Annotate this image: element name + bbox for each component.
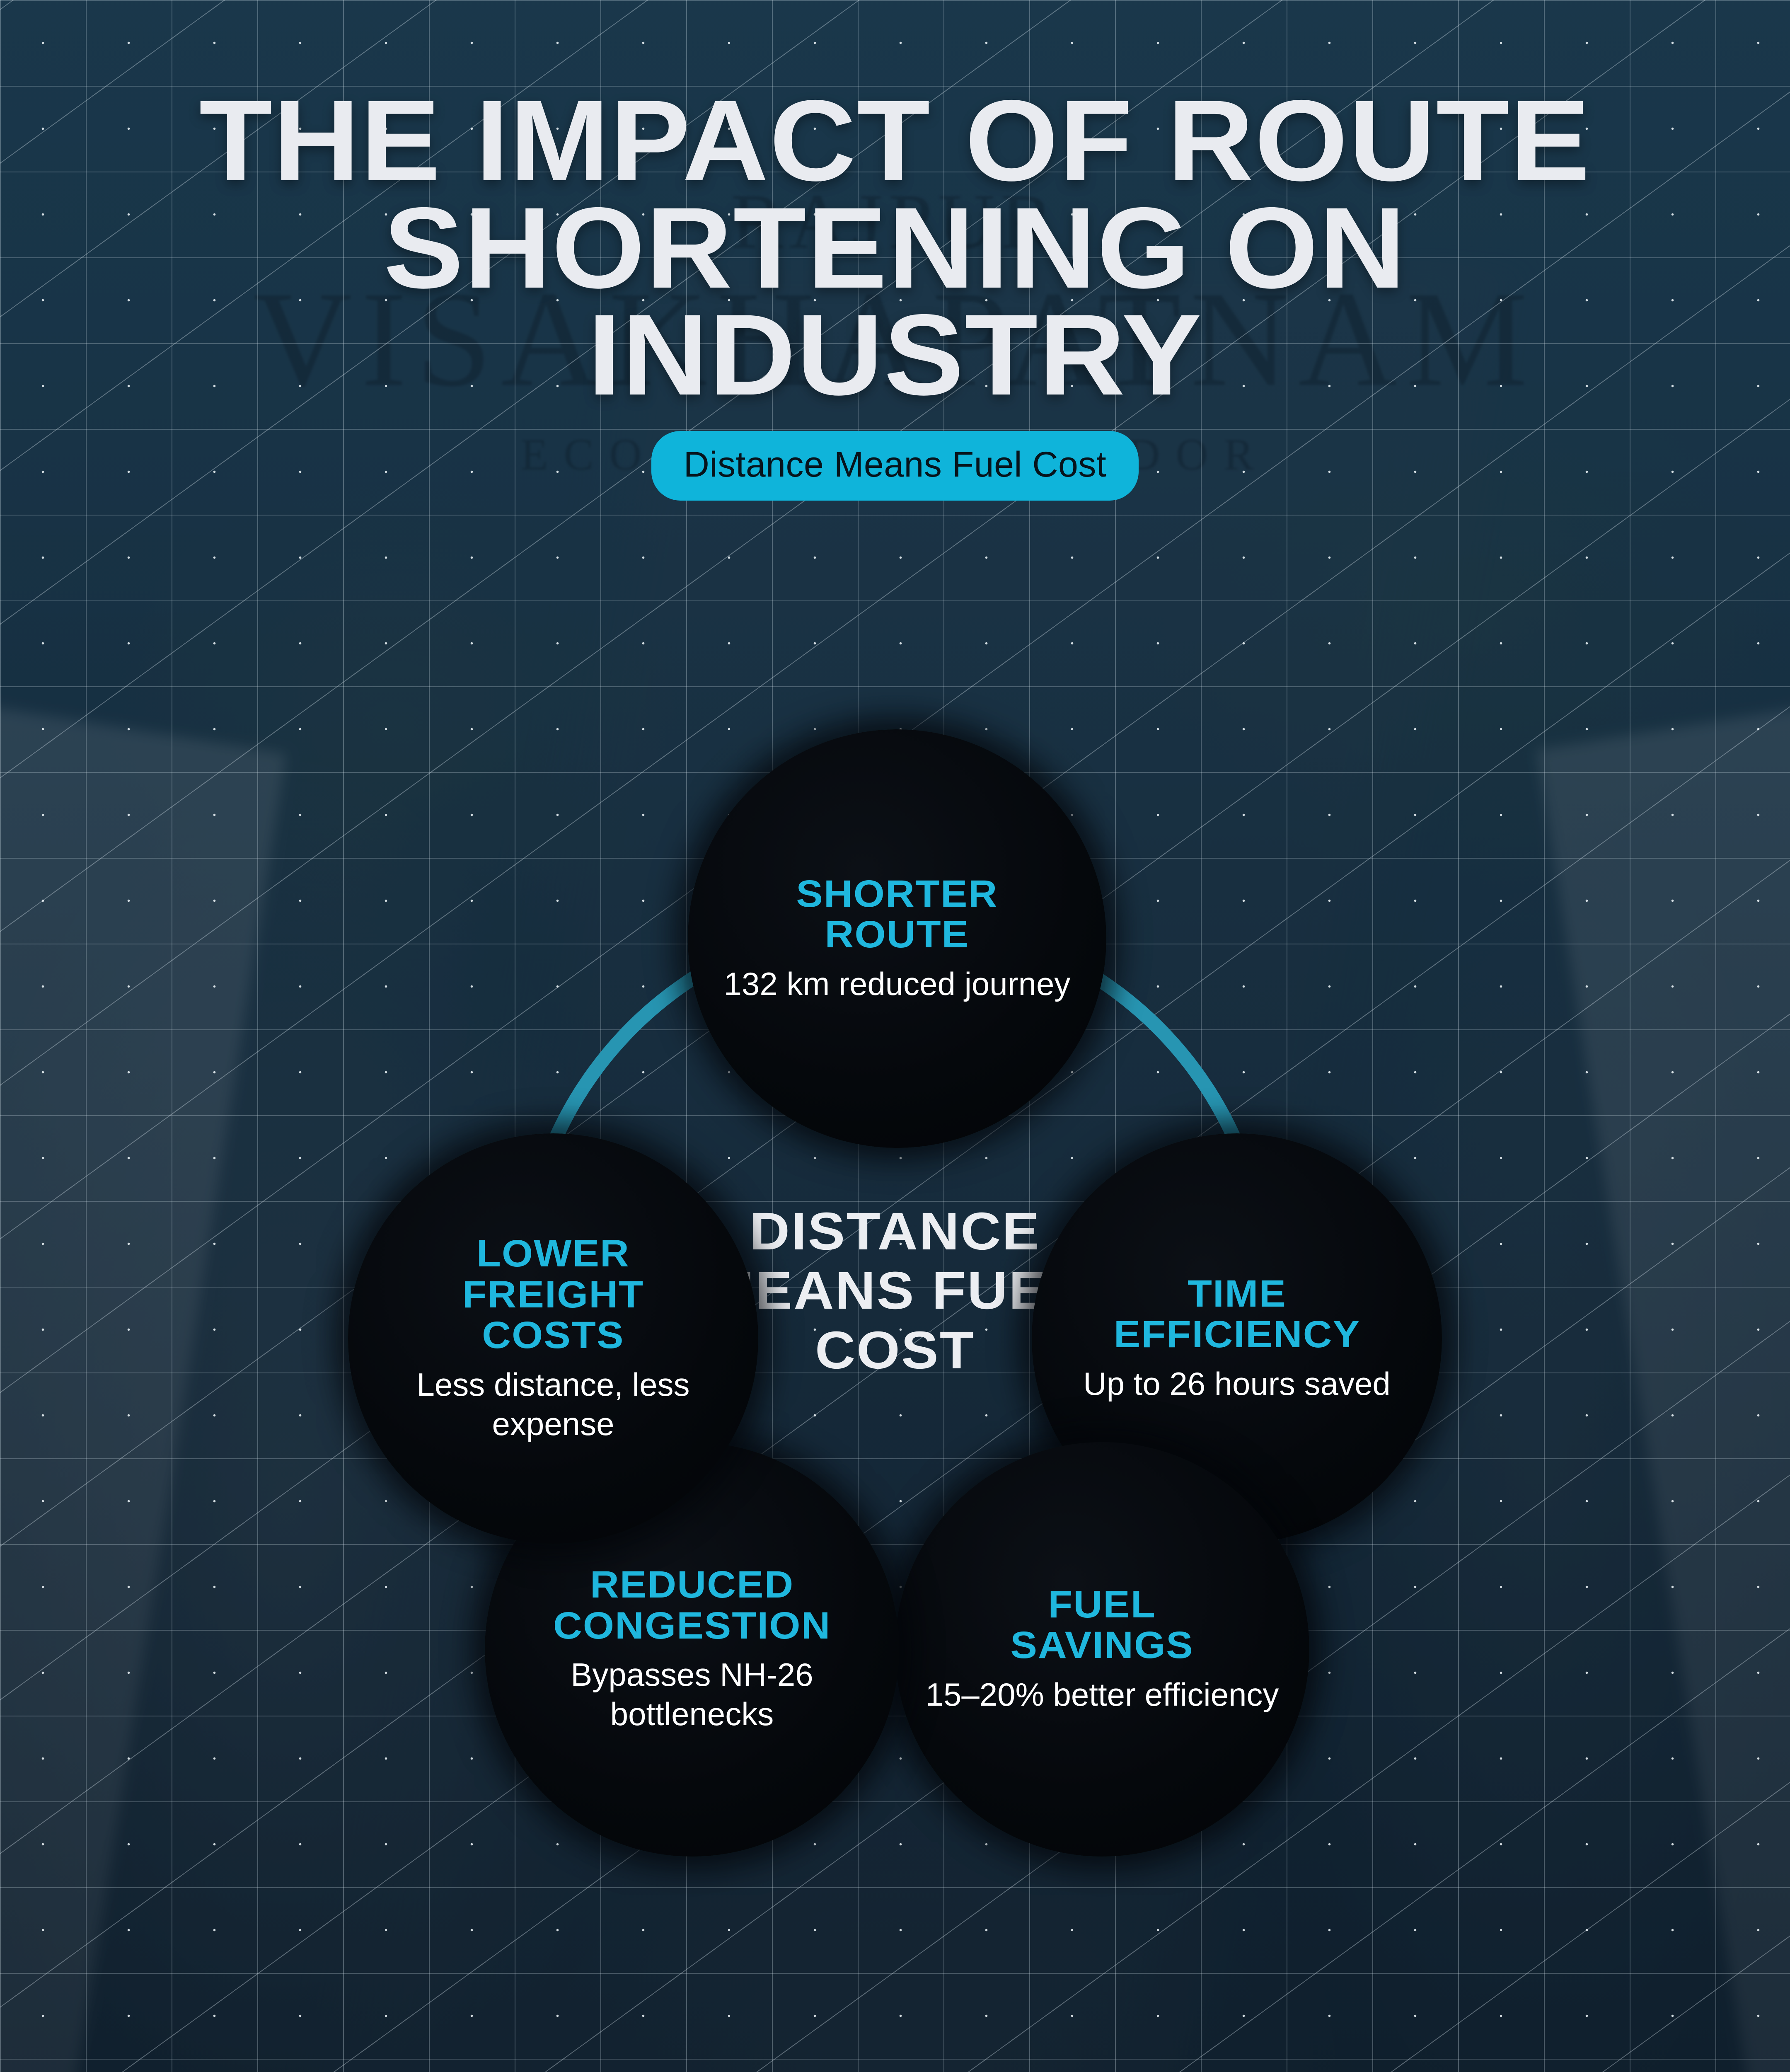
node-title-line-1: TIME (1187, 1272, 1287, 1315)
node-shorter-route[interactable]: SHORTER ROUTE 132 km reduced journey (688, 729, 1106, 1148)
node-time-efficiency[interactable]: TIME EFFICIENCY Up to 26 hours saved (1032, 1133, 1442, 1544)
node-title: TIME EFFICIENCY (1113, 1273, 1359, 1355)
node-title-line-1: SHORTER (796, 872, 998, 915)
node-description: Bypasses NH-26 bottlenecks (571, 1656, 813, 1733)
hub-line-1: DISTANCE (749, 1201, 1041, 1261)
title-block: THE IMPACT OF ROUTE SHORTENING ON INDUST… (0, 76, 1790, 501)
node-title-line-2: EFFICIENCY (1113, 1313, 1360, 1356)
node-title: REDUCED CONGESTION (553, 1564, 830, 1646)
node-title-line-1: FUEL (1048, 1583, 1156, 1626)
subtitle-pill: Distance Means Fuel Cost (651, 431, 1139, 501)
page-title: THE IMPACT OF ROUTE SHORTENING ON INDUST… (0, 76, 1790, 419)
node-title-line-2: SAVINGS (1010, 1624, 1194, 1667)
node-title-line-1: REDUCED (590, 1564, 794, 1606)
hub-line-2: MEANS FUEL (707, 1261, 1083, 1321)
node-lower-freight-costs[interactable]: LOWER FREIGHT COSTS Less distance, less … (348, 1133, 758, 1544)
node-title-line-3: COSTS (482, 1314, 624, 1357)
node-description: Less distance, less expense (416, 1366, 690, 1442)
node-title-line-1: LOWER (476, 1232, 630, 1275)
diagram-hub-label: DISTANCE MEANS FUEL COST (688, 1202, 1102, 1380)
cycle-diagram: DISTANCE MEANS FUEL COST SHORTER ROUTE 1… (323, 719, 1467, 1863)
page-title-line-3: INDUSTRY (588, 290, 1202, 419)
node-description: Up to 26 hours saved (1083, 1365, 1391, 1402)
node-title: LOWER FREIGHT COSTS (462, 1233, 643, 1356)
page-title-line-2: SHORTENING ON (383, 183, 1407, 312)
node-title-line-2: CONGESTION (553, 1604, 831, 1647)
node-description: 132 km reduced journey (723, 965, 1071, 1002)
node-title: SHORTER ROUTE (796, 874, 997, 955)
node-title-line-2: ROUTE (825, 913, 970, 956)
node-title: FUEL SAVINGS (1011, 1584, 1193, 1666)
hub-line-3: COST (815, 1320, 975, 1380)
node-fuel-savings[interactable]: FUEL SAVINGS 15–20% better efficiency (895, 1442, 1309, 1857)
page-title-line-1: THE IMPACT OF ROUTE (199, 76, 1591, 205)
node-title-line-2: FREIGHT (462, 1273, 644, 1316)
node-description: 15–20% better efficiency (925, 1676, 1279, 1713)
